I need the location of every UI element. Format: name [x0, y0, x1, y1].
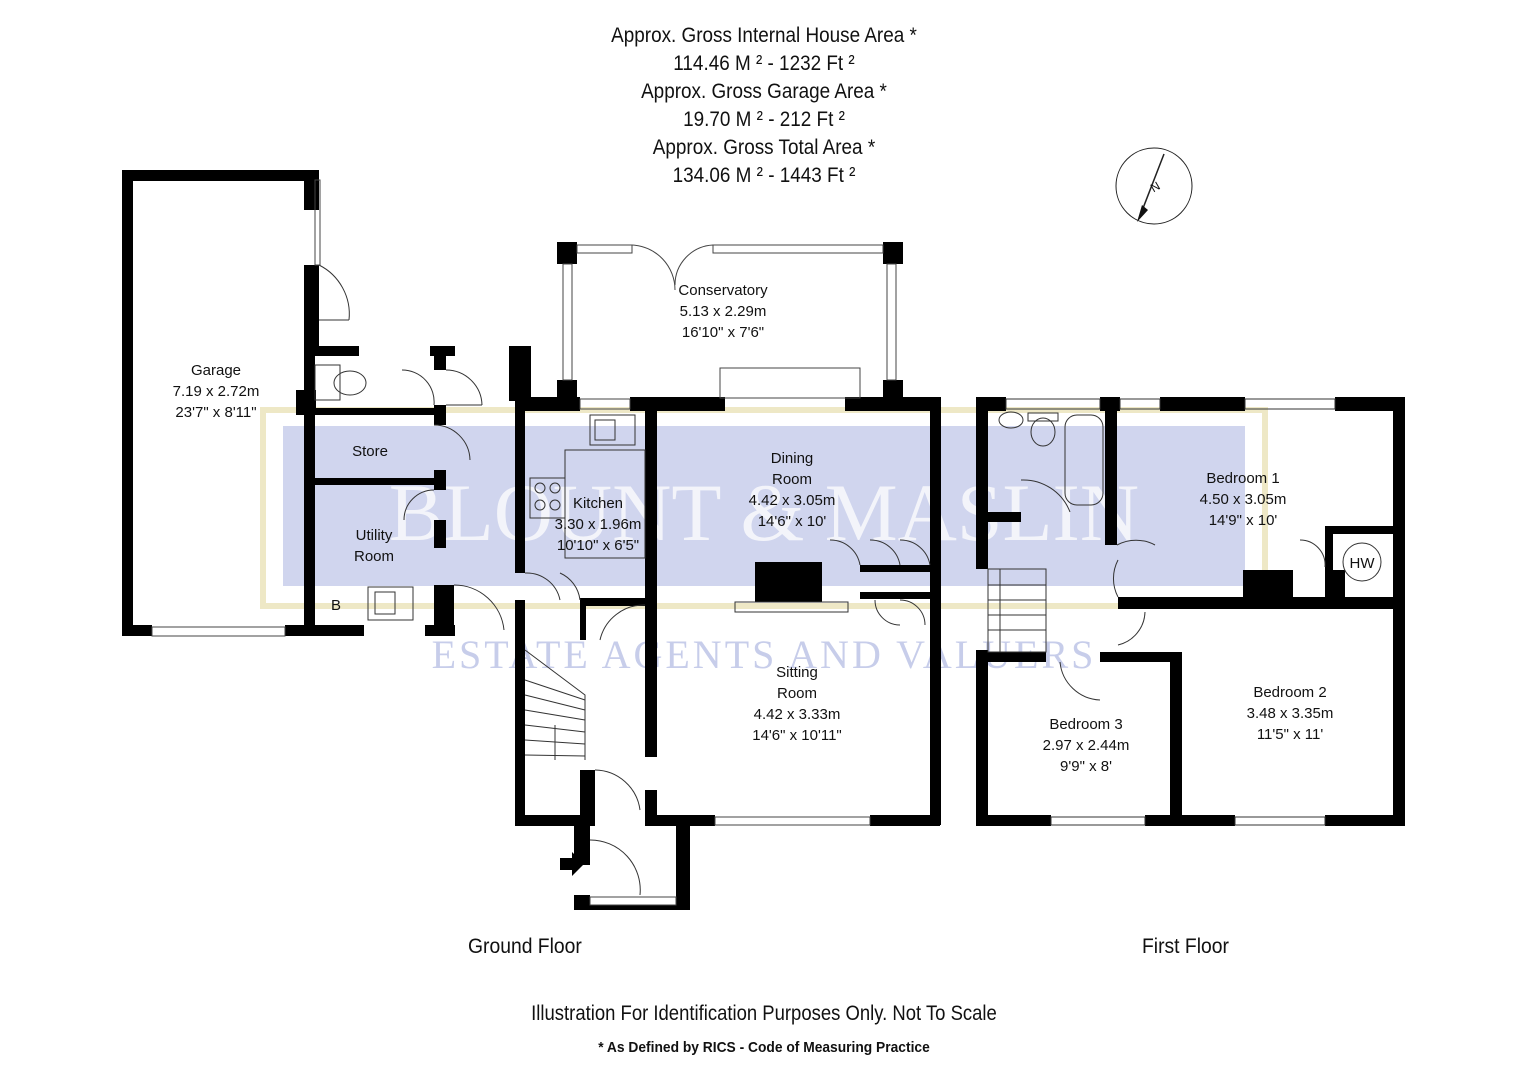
conservatory-glazing	[151, 179, 897, 906]
ground-floor-walls	[122, 170, 941, 910]
bedroom3-metric: 2.97 x 2.44m	[1043, 737, 1130, 754]
sitting-metric: 4.42 x 3.33m	[754, 706, 841, 723]
boiler-label: B	[331, 597, 341, 614]
bedroom2-metric: 3.48 x 3.35m	[1247, 705, 1334, 722]
first-floor-walls	[976, 397, 1405, 826]
first-floor-details	[987, 398, 1382, 826]
dining-name: Dining	[771, 450, 814, 467]
sitting-name-2: Room	[777, 685, 817, 702]
door-swings	[318, 264, 931, 896]
conservatory-imperial: 16'10" x 7'6"	[682, 324, 764, 341]
entrance-arrow-icon	[560, 852, 584, 876]
compass-icon: N	[1115, 147, 1193, 225]
store-name: Store	[352, 443, 388, 460]
dining-metric: 4.42 x 3.05m	[749, 492, 836, 509]
stairs	[524, 649, 586, 760]
bedroom2-name: Bedroom 2	[1253, 684, 1326, 701]
ground-floor-label: Ground Floor	[468, 935, 582, 958]
house-area-label: Approx. Gross Internal House Area *	[611, 24, 917, 47]
bedroom2-imperial: 11'5" x 11'	[1257, 726, 1324, 743]
conservatory-name: Conservatory	[678, 282, 768, 299]
room-labels: Garage 7.19 x 2.72m 23'7" x 8'11" Conser…	[173, 282, 1376, 775]
fixtures	[314, 364, 849, 621]
kitchen-imperial: 10'10" x 6'5"	[557, 537, 639, 554]
disclaimer: Illustration For Identification Purposes…	[531, 1002, 997, 1025]
dining-imperial: 14'6" x 10'	[758, 513, 827, 530]
total-area-label: Approx. Gross Total Area *	[652, 136, 876, 159]
bedroom3-imperial: 9'9" x 8'	[1060, 758, 1112, 775]
bedroom3-name: Bedroom 3	[1049, 716, 1122, 733]
garage-imperial: 23'7" x 8'11"	[175, 404, 256, 421]
sitting-name: Sitting	[776, 664, 818, 681]
garage-name: Garage	[191, 362, 241, 379]
house-area-value: 114.46 M ² - 1232 Ft ²	[673, 52, 855, 75]
garage-area-value: 19.70 M ² - 212 Ft ²	[683, 108, 845, 131]
bedroom1-name: Bedroom 1	[1206, 470, 1279, 487]
bedroom1-metric: 4.50 x 3.05m	[1200, 491, 1287, 508]
watermark: BLOUNT & MASLIN ESTATE AGENTS AND VALUER…	[260, 407, 1268, 677]
first-floor-label: First Floor	[1142, 935, 1229, 958]
dining-name-2: Room	[772, 471, 812, 488]
kitchen-metric: 3.30 x 1.96m	[555, 516, 642, 533]
rics-note: * As Defined by RICS - Code of Measuring…	[598, 1039, 930, 1056]
kitchen-name: Kitchen	[573, 495, 623, 512]
bedroom1-imperial: 14'9" x 10'	[1209, 512, 1278, 529]
garage-metric: 7.19 x 2.72m	[173, 383, 260, 400]
utility-name-2: Room	[354, 548, 394, 565]
conservatory-metric: 5.13 x 2.29m	[680, 303, 767, 320]
total-area-value: 134.06 M ² - 1443 Ft ²	[672, 164, 856, 187]
hot-water-label: HW	[1350, 555, 1376, 572]
utility-name: Utility	[356, 527, 393, 544]
garage-area-label: Approx. Gross Garage Area *	[641, 80, 887, 103]
svg-text:N: N	[1148, 179, 1163, 195]
sitting-imperial: 14'6" x 10'11"	[752, 727, 842, 744]
